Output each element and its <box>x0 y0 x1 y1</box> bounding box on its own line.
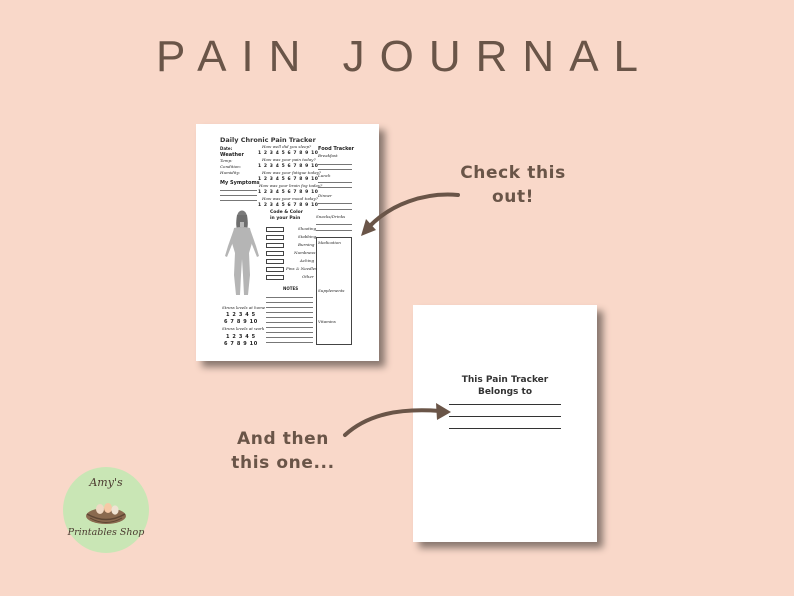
scale-pain: 1 2 3 4 5 6 7 8 9 10 <box>258 164 319 169</box>
humidity-label: Humidity: <box>220 170 241 175</box>
breakfast-label: Breakfast <box>318 153 338 158</box>
callout-bottom-line-1: And then <box>236 429 329 449</box>
weather-label: Weather <box>220 152 244 158</box>
scale-fatigue: 1 2 3 4 5 6 7 8 9 10 <box>258 177 319 182</box>
food-label: Food Tracker <box>318 146 355 152</box>
code-heading-1: Code & Color <box>270 210 303 215</box>
cover-line-1: This Pain Tracker <box>461 375 549 385</box>
callout-top-line-1: Check this <box>460 163 566 183</box>
nest-icon <box>86 503 126 524</box>
code-stabbing: Stabbing <box>298 234 317 239</box>
code-burning: Burning <box>298 242 315 247</box>
dinner-label: Dinner <box>318 193 332 198</box>
logo-line-1: Amy's <box>89 476 123 489</box>
notes-label: NOTES <box>283 286 299 291</box>
callout-bottom-line-2: this one... <box>231 453 335 473</box>
vitamins-label: Vitamins <box>318 319 336 324</box>
medication-box <box>316 237 352 345</box>
callout-top: Check this out! <box>448 161 578 209</box>
home-scale-a: 1 2 3 4 5 <box>226 312 256 318</box>
logo-line-2: Printables Shop <box>67 527 145 538</box>
cover-page: This Pain Tracker Belongs to <box>413 305 597 542</box>
code-pins-needles: Pins & Needles <box>286 266 318 271</box>
code-other: Other <box>302 274 314 279</box>
callout-top-line-2: out! <box>491 187 535 207</box>
cover-title: This Pain Tracker Belongs to <box>413 374 597 398</box>
code-shooting: Shooting <box>298 226 317 231</box>
body-figure-icon <box>225 210 259 295</box>
work-scale-a: 1 2 3 4 5 <box>226 334 256 340</box>
tracker-page: Daily Chronic Pain Tracker Date: Weather… <box>196 124 379 361</box>
home-scale-b: 6 7 8 9 10 <box>224 319 258 325</box>
shop-logo: Amy's Printables Shop <box>63 467 149 553</box>
question-mood: How was your mood today? <box>262 196 318 201</box>
code-heading-2: in your Pain <box>270 216 301 221</box>
work-stress-label: Stress levels at work <box>222 326 265 331</box>
question-fatigue: How was your fatigue today? <box>262 170 322 175</box>
callout-bottom: And then this one... <box>218 427 348 475</box>
temp-label: Temp: <box>220 158 233 163</box>
scale-sleep: 1 2 3 4 5 6 7 8 9 10 <box>258 151 319 156</box>
code-aching: Aching <box>300 258 315 263</box>
question-sleep: How well did you sleep? <box>262 144 312 149</box>
scale-mood: 1 2 3 4 5 6 7 8 9 10 <box>258 203 319 208</box>
work-scale-b: 6 7 8 9 10 <box>224 341 258 347</box>
symptoms-label: My Symptoms <box>220 180 260 186</box>
tracker-heading: Daily Chronic Pain Tracker <box>220 136 316 144</box>
snacks-label: Snacks/Drinks <box>316 214 346 219</box>
question-pain: How was your pain today? <box>262 157 316 162</box>
cover-line-2: Belongs to <box>477 387 533 397</box>
page-title: PAIN JOURNAL <box>155 32 654 81</box>
scale-brainfog: 1 2 3 4 5 6 7 8 9 10 <box>258 190 319 195</box>
date-label: Date: <box>220 146 233 151</box>
medication-label: Medication <box>318 240 341 245</box>
lunch-label: Lunch <box>318 173 331 178</box>
question-brainfog: How was your brain fog today? <box>259 183 323 188</box>
condition-label: Condition: <box>220 164 242 169</box>
home-stress-label: Stress levels at home <box>222 305 266 310</box>
supplements-label: Supplements <box>318 288 345 293</box>
code-numbness: Numbness <box>294 250 316 255</box>
